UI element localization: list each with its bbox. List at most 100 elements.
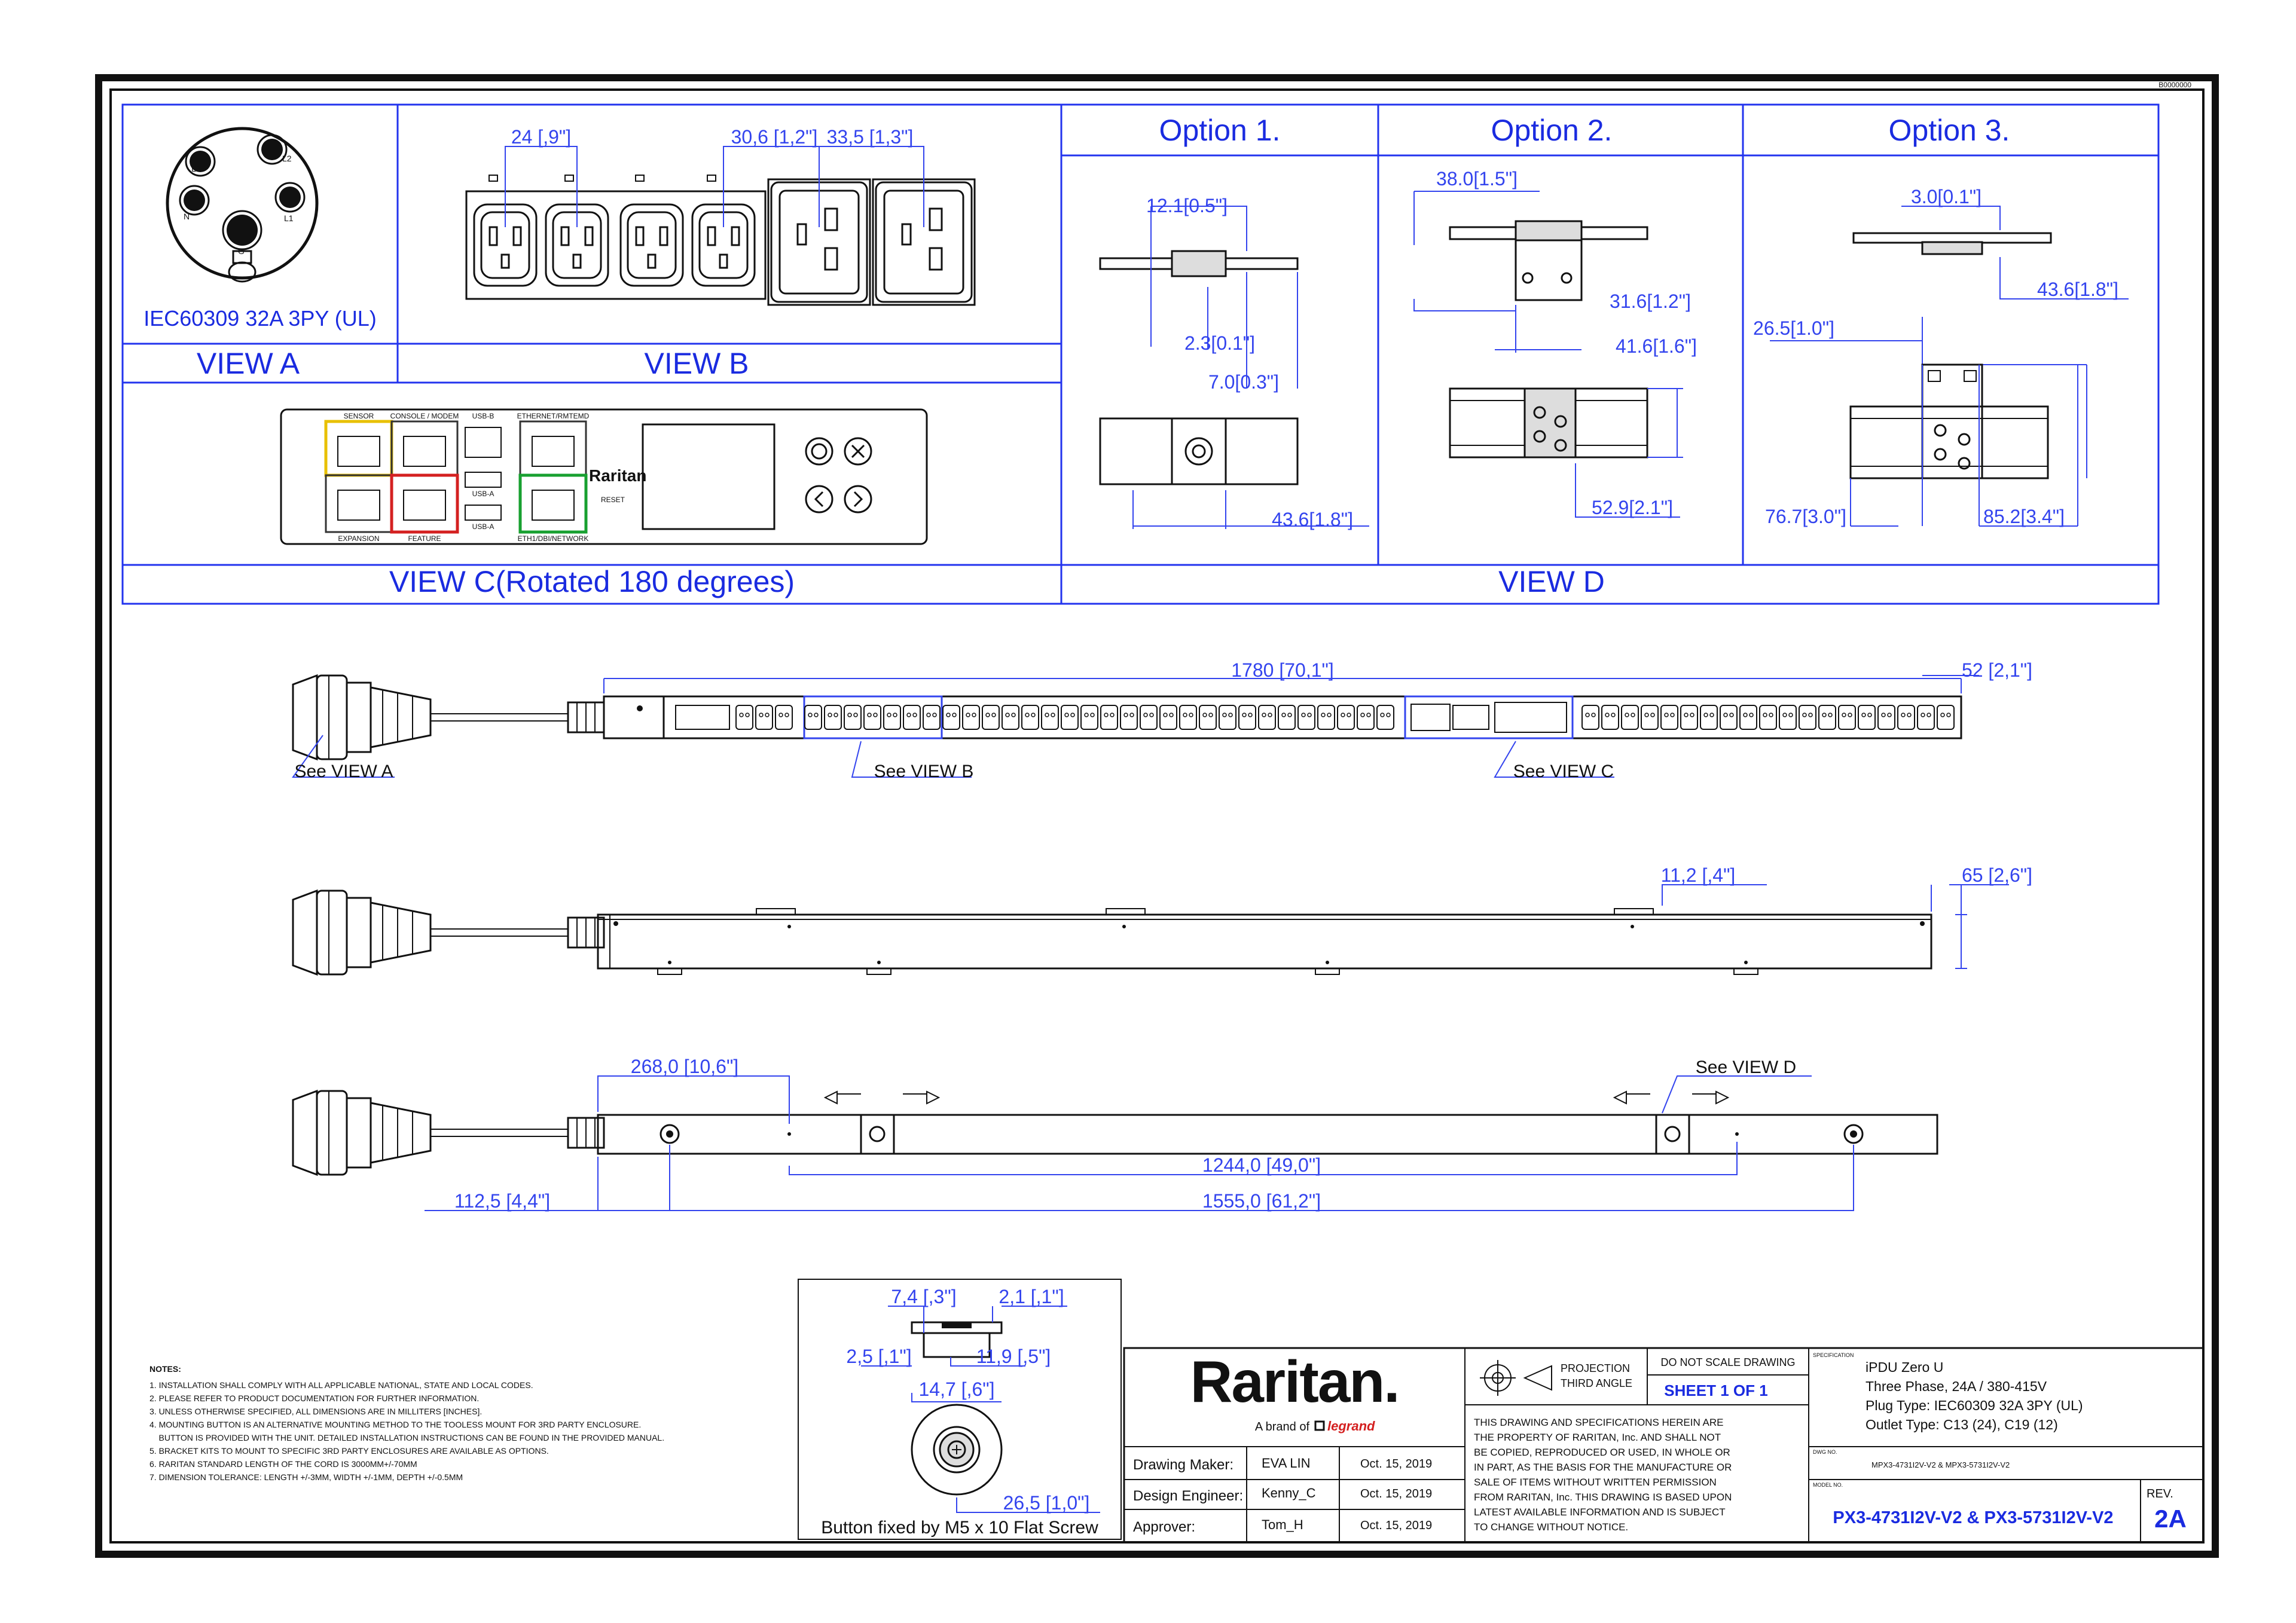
outlet-icon — [1759, 705, 1777, 730]
dim-label: 26,5 [1,0"] — [1003, 1492, 1090, 1514]
circle-button-icon — [805, 437, 833, 466]
raritan-logo: Raritan. — [1190, 1349, 1399, 1414]
port-label: ETH1/DBI/NETWORK — [518, 534, 589, 543]
outlet-icon — [1680, 705, 1698, 730]
outlet-icon — [1120, 705, 1138, 730]
dim-label: 3.0[0.1"] — [1911, 186, 1981, 207]
title-block: Raritan. A brand of legrand Drawing Make… — [1123, 1347, 2205, 1543]
outlet-icon — [962, 705, 980, 730]
port-label: EXPANSION — [338, 534, 379, 543]
dim-label: 30,6 [1,2"] — [731, 126, 818, 148]
outlet-icon — [1877, 705, 1895, 730]
port-label: FEATURE — [408, 534, 441, 543]
disclaimer-line: SALE OF ITEMS WITHOUT WRITTEN PERMISSION — [1474, 1477, 1717, 1488]
port-label: CONSOLE / MODEM — [390, 412, 459, 420]
outlet-icon — [844, 705, 862, 730]
outlet-icon — [1021, 705, 1039, 730]
outlet-icon — [903, 705, 921, 730]
outlet-icon — [1100, 705, 1118, 730]
outlet-icon — [1179, 705, 1197, 730]
dim-hole-spacing: 1555,0 [61,2"] — [1202, 1190, 1321, 1212]
callout-view-a: See VIEW A — [294, 762, 393, 781]
outlet-icon — [1140, 705, 1158, 730]
notes-heading: NOTES: — [149, 1364, 181, 1374]
spec-label: SPECIFICATION — [1813, 1352, 1854, 1358]
outlet-icon — [1660, 705, 1678, 730]
pin-label: L3 — [191, 164, 201, 173]
panel-brand: Raritan — [589, 466, 646, 485]
outlet-icon — [1581, 705, 1599, 730]
dim-label: 43.6[1.8"] — [2037, 279, 2118, 300]
outlet-icon — [923, 705, 941, 730]
outlet-icon — [1080, 705, 1098, 730]
dim-label: 26.5[1.0"] — [1753, 317, 1834, 339]
dim-button-spacing: 1244,0 [49,0"] — [1202, 1154, 1321, 1176]
note-item: BUTTON IS PROVIDED WITH THE UNIT. DETAIL… — [149, 1433, 664, 1442]
outlet-icon — [1641, 705, 1659, 730]
outlet-icon — [755, 705, 773, 730]
role-label: Drawing Maker: — [1133, 1457, 1234, 1473]
dim-label: 24 [,9"] — [511, 126, 571, 148]
outlet-icon — [775, 705, 793, 730]
third-angle-label: THIRD ANGLE — [1561, 1377, 1632, 1389]
port-label: RESET — [601, 496, 625, 504]
dim-end: 52 [2,1"] — [1962, 659, 2032, 681]
pin-label: L2 — [282, 154, 292, 163]
note-item: 4. MOUNTING BUTTON IS AN ALTERNATIVE MOU… — [149, 1420, 641, 1429]
views-grid — [121, 103, 2160, 605]
chevron-left-icon — [805, 485, 833, 514]
date-value: Oct. 15, 2019 — [1360, 1457, 1432, 1471]
outlet-icon — [1739, 705, 1757, 730]
view-b: 24 [,9"] 30,6 [1,2"] 33,5 [1,3"] VIEW B — [465, 126, 976, 380]
outlet-icon — [1278, 705, 1296, 730]
controller-panel — [280, 408, 928, 545]
rev-label: REV. — [2147, 1487, 2173, 1500]
callout-view-c: See VIEW C — [1513, 762, 1614, 781]
dim-offset: 268,0 [10,6"] — [631, 1056, 738, 1077]
role-label: Approver: — [1133, 1519, 1195, 1535]
model-number: PX3-4731I2V-V2 & PX3-5731I2V-V2 — [1833, 1508, 2113, 1527]
pdu-body — [603, 695, 1962, 739]
view-a-title: VIEW A — [197, 347, 300, 380]
dim-label: 2,5 [,1"] — [846, 1346, 911, 1367]
dim-label: 14,7 [,6"] — [919, 1379, 995, 1400]
dim-label: 52.9[2.1"] — [1592, 497, 1673, 518]
outlet-icon — [1357, 705, 1375, 730]
back-elevation: 268,0 [10,6"] 1244,0 [49,0"] 112,5 [4,4"… — [292, 1056, 1938, 1212]
option-1-drawing: 12.1[0.5"] 2.3[0.1"] 7.0[0.3"] 43.6[1.8"… — [1099, 195, 1369, 530]
callout-view-d: See VIEW D — [1696, 1057, 1796, 1077]
dim-label: 11,9 [,5"] — [976, 1346, 1051, 1367]
sheet-inner-border — [109, 88, 2205, 1543]
lcd-display — [642, 423, 775, 530]
pin-label: L1 — [284, 213, 294, 223]
outlet-icon — [1199, 705, 1217, 730]
outlet-icon — [1258, 705, 1276, 730]
note-item: 3. UNLESS OTHERWISE SPECIFIED, ALL DIMEN… — [149, 1407, 482, 1416]
outlet-icon — [883, 705, 901, 730]
dim-label: 38.0[1.5"] — [1436, 168, 1518, 189]
dim-label: 7.0[0.3"] — [1208, 371, 1279, 393]
dim-height: 65 [2,6"] — [1962, 864, 2032, 886]
side-elevation: 11,2 [,4"] 65 [2,6"] — [292, 864, 2032, 976]
outlet-icon — [1818, 705, 1836, 730]
outlet-icon — [1159, 705, 1177, 730]
dim-label: 2,1 [,1"] — [999, 1286, 1064, 1307]
dim-label: 41.6[1.6"] — [1616, 335, 1697, 357]
plug-face — [166, 127, 319, 280]
name-value: EVA LIN — [1262, 1456, 1311, 1471]
disclaimer-line: BE COPIED, REPRODUCED OR USED, IN WHOLE … — [1474, 1447, 1730, 1458]
spec-line: Plug Type: IEC60309 32A 3PY (UL) — [1866, 1398, 2083, 1413]
outlet-icon — [1937, 705, 1955, 730]
logo-tagline: A brand of — [1255, 1420, 1310, 1434]
callout-view-b: See VIEW B — [874, 762, 974, 781]
button-top-view — [911, 1404, 1003, 1496]
outlet-icon — [1858, 705, 1876, 730]
date-value: Oct. 15, 2019 — [1360, 1487, 1432, 1500]
outlet-icon — [1720, 705, 1738, 730]
disclaimer-line: IN PART, AS THE BASIS FOR THE MANUFACTUR… — [1474, 1462, 1732, 1473]
disclaimer-line: THE PROPERTY OF RARITAN, Inc. AND SHALL … — [1474, 1432, 1721, 1443]
outlet-icon — [1601, 705, 1619, 730]
outlet-icon — [804, 705, 822, 730]
front-elevation: 1780 [70,1"] 52 [2,1"] See VIEW A See VI… — [292, 659, 2032, 781]
